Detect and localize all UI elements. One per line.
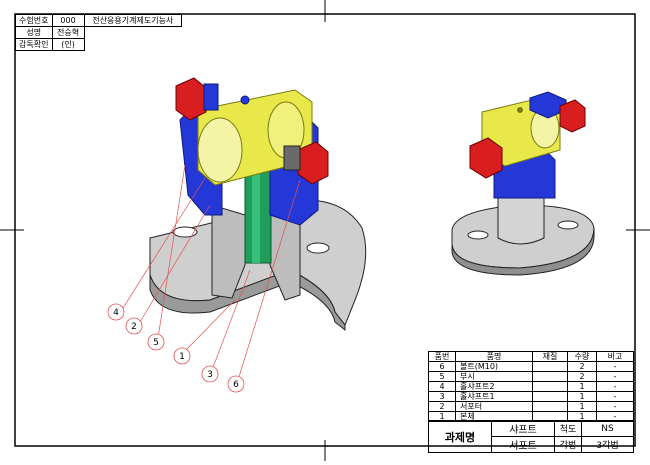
isometric-view-assembly [451,91,595,276]
header-row: 성명 전승혁 [15,26,182,39]
part-qty: 1 [567,391,597,402]
balloon-circle [125,317,143,335]
table-row: 3 홀샤프트1 1 - [428,391,634,402]
balloon-circle [227,375,245,393]
title-block: 과제명 샤프트 척도 NS 서포트 각법 3각법 [428,420,634,453]
parts-list: 품번 품명 재질 수량 비고 6 볼트(M10) 2 - 5 부시 2 - 4 … [428,351,634,422]
part-qty: 1 [567,401,597,412]
exam-number-value: 000 [51,14,85,27]
balloon-label: 5 [153,338,159,348]
part-name: 서포터 [455,401,533,412]
section-view-assembly [149,77,367,332]
part-name: 홀샤프트2 [455,381,533,392]
part-no: 6 [428,361,456,372]
balloon-label: 1 [179,352,185,362]
part-no: 2 [428,401,456,412]
supervisor-label: 감독확인 [15,38,53,51]
part-name: 홀샤프트1 [455,391,533,402]
balloon-circle [147,333,165,351]
balloon-label: 3 [207,370,213,380]
part-name: 부시 [455,371,533,382]
balloon-circle [173,347,191,365]
part-material [532,381,568,392]
projection-value: 3각법 [581,436,634,453]
header-row: 수험번호 000 전산응용기계제도기능사 [15,14,183,27]
balloon-circle [107,303,125,321]
header-row: 감독확인 (인) [15,38,182,51]
balloon-circle [201,365,219,383]
part-material [532,401,568,412]
table-row: 6 볼트(M10) 2 - [428,361,634,372]
part-material [532,371,568,382]
part-no: 3 [428,391,456,402]
part-note: - [596,381,634,392]
part-material [532,361,568,372]
part-note: - [596,401,634,412]
part-qty: 1 [567,381,597,392]
scale-label: 척도 [554,420,582,437]
table-row: 5 부시 2 - [428,371,634,382]
part-note: - [596,391,634,402]
exam-number-label: 수험번호 [15,14,53,27]
balloon-label: 6 [233,380,239,390]
table-row: 4 홀샤프트2 1 - [428,381,634,392]
part-name: 볼트(M10) [455,361,533,372]
part-qty: 2 [567,371,597,382]
part-no: 5 [428,371,456,382]
name-value: 전승혁 [51,26,85,39]
drawing-name-line1: 샤프트 [491,420,555,437]
table-row: 2 서포터 1 - [428,401,634,412]
exam-title: 전산응용기계제도기능사 [83,14,183,27]
projection-label: 각법 [554,436,582,453]
balloon-group: 4 2 5 1 3 6 [107,303,245,393]
part-material [532,391,568,402]
col-header-material: 재질 [532,351,568,362]
drawing-name-line2: 서포트 [491,436,555,453]
header-info-block: 수험번호 000 전산응용기계제도기능사 성명 전승혁 감독확인 (인) [15,14,183,52]
balloon-label: 4 [113,308,119,318]
col-header-note: 비고 [596,351,634,362]
col-header-no: 품번 [428,351,456,362]
col-header-name: 품명 [455,351,533,362]
scale-value: NS [581,420,634,437]
part-no: 4 [428,381,456,392]
part-qty: 2 [567,361,597,372]
supervisor-value: (인) [51,38,85,51]
part-note: - [596,361,634,372]
col-header-qty: 수량 [567,351,597,362]
part-note: - [596,371,634,382]
project-label: 과제명 [428,420,492,453]
leader-lines [122,164,301,381]
name-label: 성명 [15,26,53,39]
balloon-label: 2 [131,322,137,332]
parts-list-header: 품번 품명 재질 수량 비고 [428,351,634,362]
